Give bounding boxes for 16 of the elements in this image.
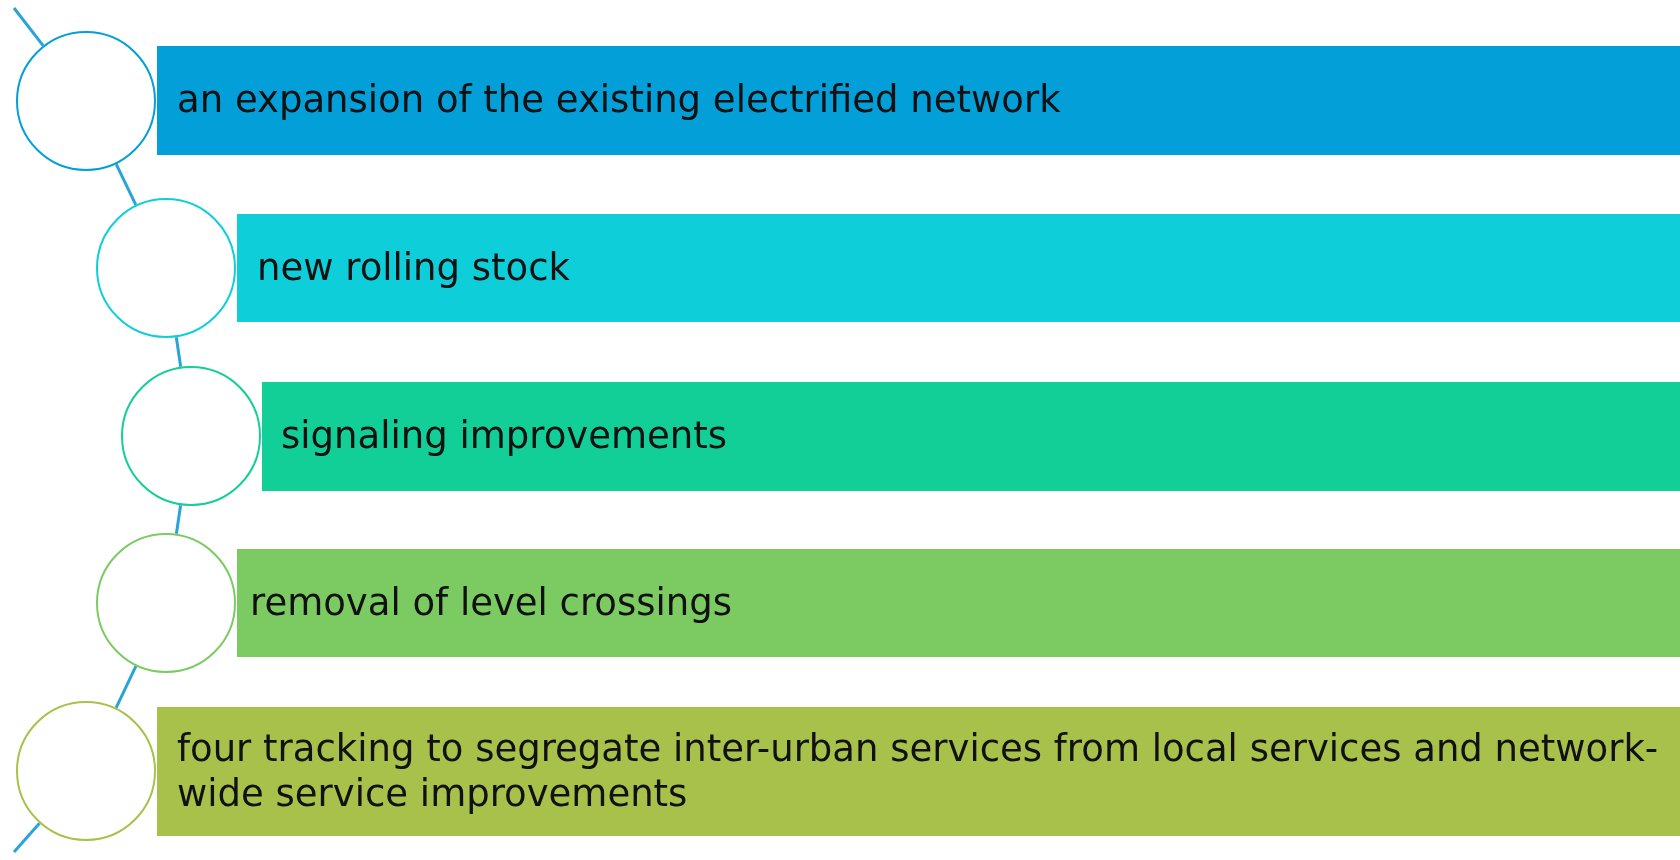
item-text: an expansion of the existing electrified network	[177, 78, 1061, 123]
list-bar	[237, 214, 1680, 322]
connector-line	[174, 505, 183, 534]
item-text: new rolling stock	[257, 245, 570, 291]
item-text: four tracking to segregate inter-urban services from local services and network-wide service improvements	[177, 727, 1660, 816]
item-text: signaling improvements	[281, 414, 727, 459]
list-bar	[262, 382, 1680, 491]
item-text: removal of level crossings	[250, 580, 733, 626]
list-bar	[157, 46, 1680, 155]
connector-line	[12, 7, 45, 47]
list-bar	[157, 707, 1680, 836]
connector-line	[114, 163, 138, 206]
connector-line	[12, 822, 41, 853]
connector-line	[174, 336, 183, 368]
list-bar	[237, 549, 1680, 657]
connector-line	[114, 665, 138, 709]
